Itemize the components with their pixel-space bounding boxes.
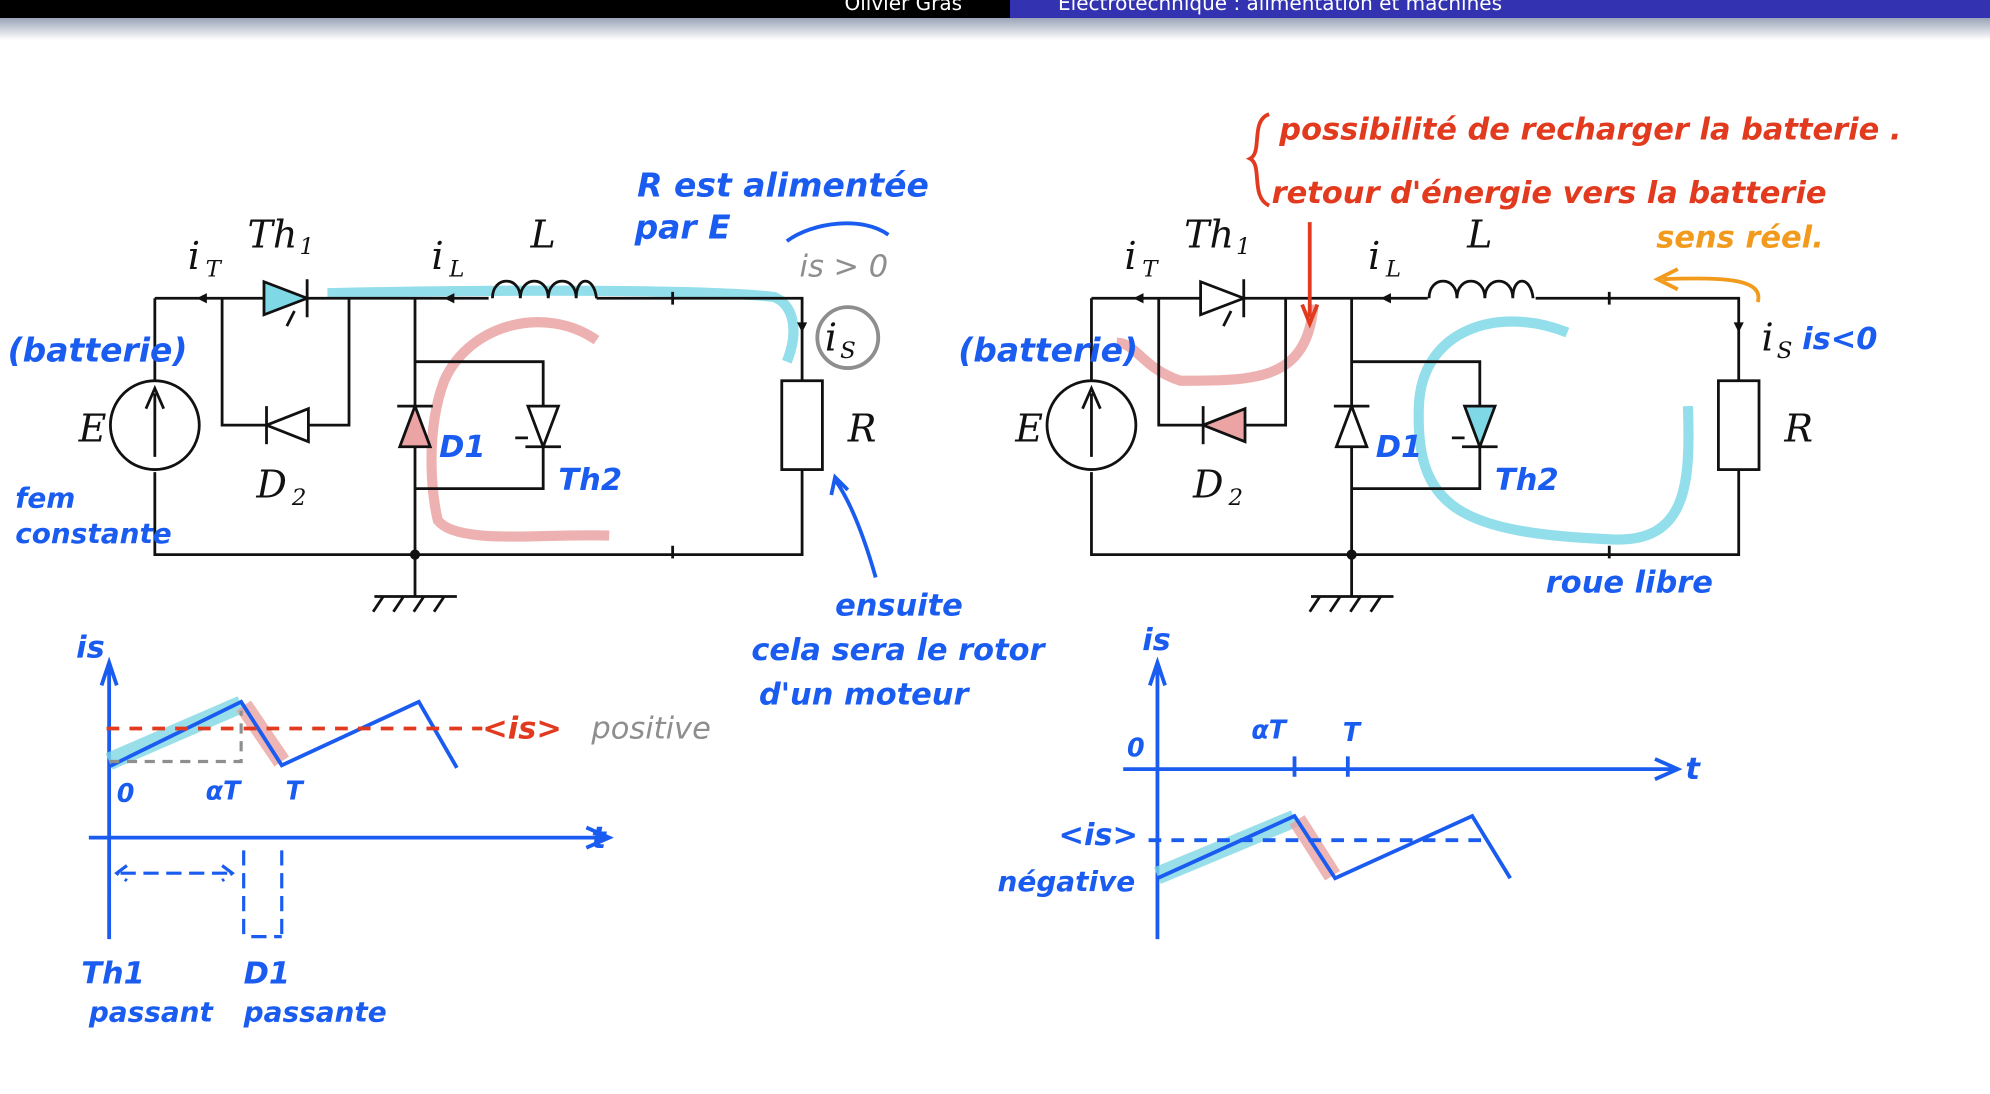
label-R: R xyxy=(847,407,877,451)
left-circuit: i T Th 1 i L L E D 2 R i S xyxy=(78,212,881,613)
label-iT-right: i xyxy=(1124,234,1136,278)
label-L-right: L xyxy=(1466,212,1492,256)
note-r-alimentee: R est alimentée xyxy=(637,166,929,205)
note-constante: constante xyxy=(15,517,172,550)
label-iT: i xyxy=(188,234,200,278)
current-path-pink-right xyxy=(1116,304,1319,386)
header-shadow xyxy=(0,18,1990,40)
label-iS: i xyxy=(825,315,837,359)
note-th2: Th2 xyxy=(558,463,622,498)
label-iL-sub-right: L xyxy=(1385,257,1401,283)
graph-ylabel: is xyxy=(76,630,105,665)
note-d1-graph: D1 xyxy=(244,957,290,992)
graph-alphaT: αT xyxy=(206,776,242,806)
header-author: Olivier Gras xyxy=(0,0,1010,18)
note-roue-libre: roue libre xyxy=(1546,566,1713,601)
label-D2-sub-right: 2 xyxy=(1228,485,1244,511)
label-iL: i xyxy=(432,234,444,278)
label-E: E xyxy=(78,407,107,451)
is-waveform-right xyxy=(1156,813,1512,881)
label-iS-sub: S xyxy=(840,338,856,364)
label-iL-sub: L xyxy=(448,257,464,283)
note-rotor: cela sera le rotor xyxy=(751,633,1046,668)
label-D2: D xyxy=(255,463,287,507)
label-L: L xyxy=(529,212,555,256)
ground-symbol-right xyxy=(1308,554,1394,613)
label-E-right: E xyxy=(1014,407,1043,451)
graph-xlabel-right: t xyxy=(1685,752,1701,787)
label-R-right: R xyxy=(1783,407,1813,451)
graph-avg-note: positive xyxy=(590,712,710,747)
label-iT-sub: T xyxy=(206,257,223,283)
label-Th1: Th xyxy=(247,212,297,256)
current-path-pink xyxy=(426,317,610,542)
note-passante: passante xyxy=(243,996,387,1029)
thyristor-th2 xyxy=(525,404,561,451)
ground-symbol xyxy=(371,554,457,613)
label-Th1-right: Th xyxy=(1184,212,1234,256)
slide-header: Olivier Gras Électrotechnique : alimenta… xyxy=(0,0,1990,18)
note-batterie: (batterie) xyxy=(8,331,188,370)
label-iS-sub-right: S xyxy=(1777,338,1793,364)
current-path-cyan-right xyxy=(1413,316,1694,545)
thyristor-th1 xyxy=(262,279,312,317)
label-iT-sub-right: T xyxy=(1142,257,1159,283)
graph-avg-label: <is> xyxy=(482,712,562,747)
label-iS-right: i xyxy=(1762,315,1774,359)
label-D2-right: D xyxy=(1192,463,1224,507)
note-is-positive: is > 0 xyxy=(800,250,889,285)
note-d1-right: D1 xyxy=(1376,430,1422,465)
label-iL-right: i xyxy=(1368,234,1380,278)
current-path-cyan xyxy=(327,285,799,364)
label-Th1-sub: 1 xyxy=(300,234,315,260)
note-ensuite: ensuite xyxy=(835,589,963,624)
note-th1: Th1 xyxy=(81,957,145,992)
graph-zero: 0 xyxy=(117,778,135,808)
note-retour-energie: retour d'énergie vers la batterie xyxy=(1272,176,1827,211)
voltage-source-E-right xyxy=(1045,379,1138,471)
note-is-negative: is<0 xyxy=(1802,322,1877,357)
graph-avg-label-right: <is> xyxy=(1058,818,1138,853)
inductor-L xyxy=(491,279,598,299)
right-annotations: possibilité de recharger la batterie . r… xyxy=(958,112,1901,601)
left-graph: is t <is> positive 0 αT T Th1 passant D1… xyxy=(76,630,711,1028)
diode-d1 xyxy=(397,402,433,449)
graph-ylabel-right: is xyxy=(1142,623,1171,658)
label-Th1-sub-right: 1 xyxy=(1236,234,1251,260)
graph-T-right: T xyxy=(1343,717,1362,747)
label-D2-sub: 2 xyxy=(291,485,307,511)
note-passant: passant xyxy=(88,996,215,1029)
resistor-R xyxy=(780,379,824,471)
note-batterie-right: (batterie) xyxy=(958,331,1138,370)
graph-T: T xyxy=(286,776,305,806)
note-moteur: d'un moteur xyxy=(759,677,971,712)
note-th2-right: Th2 xyxy=(1495,463,1559,498)
diode-d2 xyxy=(262,406,310,444)
note-par-e: par E xyxy=(634,208,732,247)
is-waveform xyxy=(108,699,459,769)
graph-alphaT-right: αT xyxy=(1251,715,1287,745)
note-d1: D1 xyxy=(439,430,485,465)
graph-avg-note-right: négative xyxy=(998,865,1136,898)
left-annotations: (batterie) fem constante R est alimentée… xyxy=(8,166,1047,713)
header-title: Électrotechnique : alimentation et machi… xyxy=(1010,0,1990,18)
right-circuit: i T Th 1 i L L E D 2 R i S xyxy=(1014,212,1813,613)
note-fem: fem xyxy=(15,482,75,515)
right-graph: is t 0 αT T <is> négative xyxy=(998,623,1701,940)
voltage-source-E xyxy=(109,379,201,471)
note-sens-reel: sens réel. xyxy=(1656,220,1823,255)
circle-annotation xyxy=(815,305,881,370)
note-recharge: possibilité de recharger la batterie . xyxy=(1278,113,1901,148)
graph-zero-right: 0 xyxy=(1127,732,1145,762)
graph-xlabel: t xyxy=(591,821,607,856)
